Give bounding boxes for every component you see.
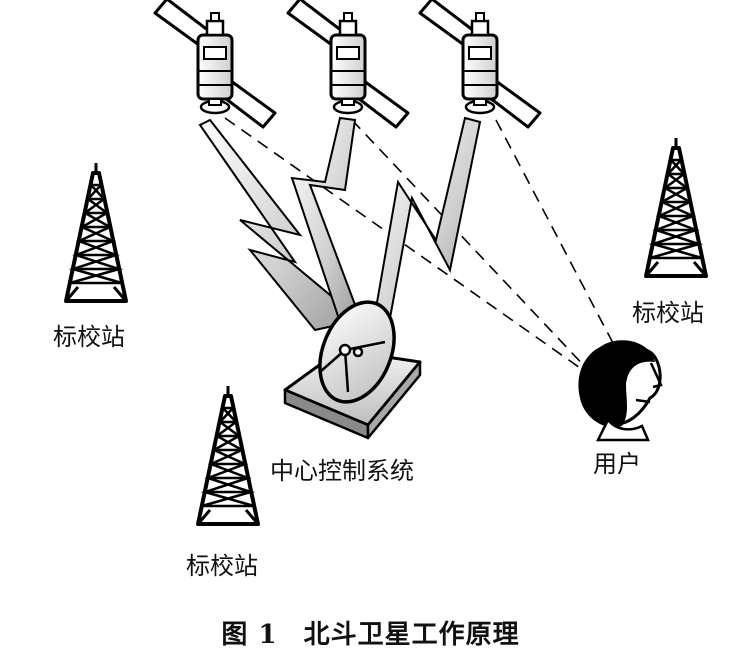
tower-bottom-icon [196, 384, 260, 526]
station-label-right: 标校站 [632, 299, 704, 327]
satellite-middle-icon [286, 0, 410, 129]
control-center-label: 中心控制系统 [270, 457, 414, 485]
control-center-dish-icon [283, 300, 422, 440]
figure-caption: 图 1 北斗卫星工作原理 [0, 614, 741, 651]
satellite-right-icon [418, 0, 542, 129]
figure-title: 北斗卫星工作原理 [303, 620, 520, 650]
user-label: 用户 [593, 450, 641, 478]
dashed-signal-lines [224, 117, 615, 383]
user-head-icon [578, 340, 663, 442]
figure-number: 图 1 [221, 620, 278, 650]
station-label-left: 标校站 [53, 323, 125, 351]
lightning-bolt-right [373, 116, 482, 320]
tower-right-icon [644, 136, 708, 278]
lightning-signal-icons [198, 116, 482, 332]
tower-left-icon [64, 161, 128, 303]
station-label-bottom: 标校站 [186, 552, 258, 580]
lightning-bolt-left [198, 118, 363, 332]
satellite-left-icon [153, 0, 277, 129]
